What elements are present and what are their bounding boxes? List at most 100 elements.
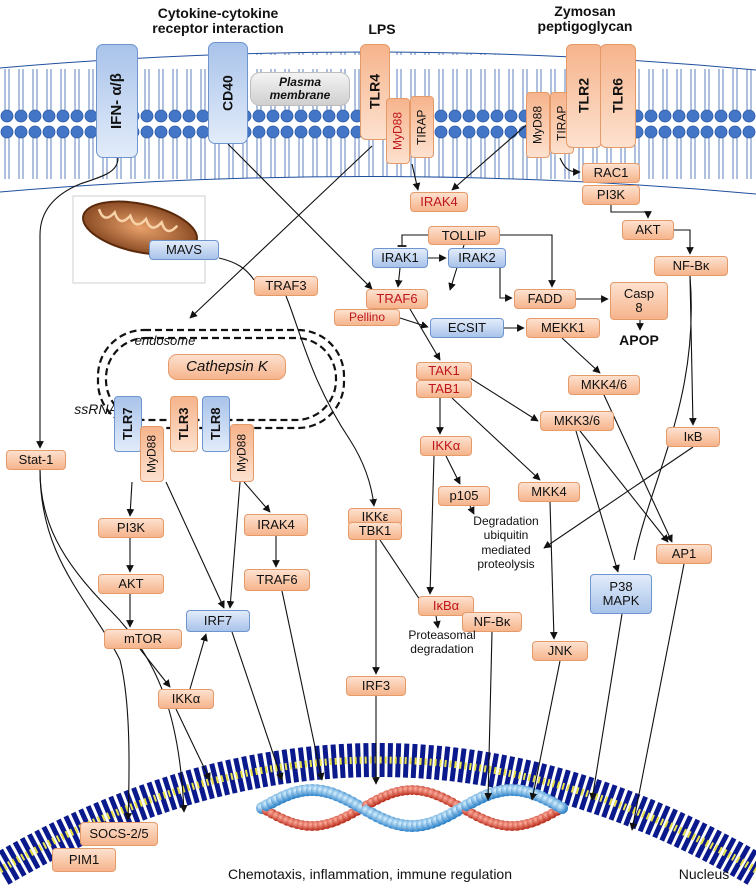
ikka-to-ikba-arrow	[426, 455, 435, 595]
cathepsin-k-node[interactable]: Cathepsin K	[168, 354, 286, 380]
p38-mapk-node[interactable]: P38 MAPK	[590, 574, 652, 614]
nuclear-envelope	[0, 743, 756, 885]
mkk36-to-ap1-arrow	[579, 430, 669, 543]
irak2-to-fadd-arrow	[499, 268, 513, 302]
irak4-low-node[interactable]: IRAK4	[244, 514, 308, 536]
socs-node[interactable]: SOCS-2/5	[80, 822, 158, 846]
ifn-to-stat1-arrow	[36, 157, 119, 449]
tirap-tlr4-adaptor[interactable]: TIRAP	[410, 96, 434, 158]
myd88-tlr8-to-irf7-arrow	[226, 481, 241, 609]
rac1-node[interactable]: RAC1	[582, 163, 640, 183]
myd88-tlr4-adaptor[interactable]: MyD88	[386, 98, 410, 164]
irak4-node[interactable]: IRAK4	[410, 192, 468, 212]
tlr6-receptor[interactable]: TLR6	[600, 44, 636, 148]
irf3-node[interactable]: IRF3	[346, 676, 406, 696]
irf7-to-nucleus-arrow	[231, 631, 284, 781]
chemotaxis-label: Chemotaxis, inflammation, immune regulat…	[227, 866, 512, 882]
tlr8-receptor[interactable]: TLR8	[202, 396, 230, 452]
ikba-to-proteasome-arrow	[433, 615, 441, 629]
fadd-node[interactable]: FADD	[514, 289, 576, 309]
pellino-to-ecsit-arrow	[399, 317, 429, 329]
pim1-node[interactable]: PIM1	[52, 848, 116, 872]
mkk46-node[interactable]: MKK4/6	[568, 375, 640, 395]
p105-to-degradation-arrow	[467, 505, 475, 515]
dna-helix-icon	[256, 784, 568, 832]
proteasomal-label: Proteasomal degradation	[408, 628, 476, 657]
dna-bead	[556, 802, 568, 814]
pathway-edges	[36, 119, 697, 831]
tollip-node[interactable]: TOLLIP	[428, 226, 500, 245]
traf6-low-node[interactable]: TRAF6	[244, 569, 310, 591]
tlr2-receptor[interactable]: TLR2	[566, 44, 602, 148]
nucleus-label: Nucleus	[678, 866, 730, 882]
tak1-node[interactable]: TAK1	[416, 362, 472, 380]
jnk-node[interactable]: JNK	[532, 641, 588, 661]
ap1-node[interactable]: AP1	[656, 544, 712, 564]
tab1-to-mkk4-arrow	[451, 397, 541, 481]
rac1-to-akt-arrow	[610, 205, 652, 219]
apoptosis-label: APOP	[619, 332, 659, 348]
traf6-to-tak1-arrow	[409, 308, 441, 361]
myd88-tlr7-to-irf7-arrow	[165, 481, 225, 609]
ikka-to-p105-arrow	[445, 455, 461, 485]
jnk-to-nucleus-arrow	[529, 660, 561, 801]
mekk1-node[interactable]: MEKK1	[526, 318, 600, 338]
mkk36-node[interactable]: MKK3/6	[540, 411, 614, 431]
ap1-to-nucleus-arrow	[629, 563, 685, 831]
nfkb-node[interactable]: NF-Bκ	[654, 256, 728, 276]
tbk1-node[interactable]: TBK1	[348, 522, 402, 540]
traf6-node[interactable]: TRAF6	[366, 289, 428, 309]
ifn-receptor[interactable]: IFN- α/β	[96, 44, 138, 158]
pellino-node[interactable]: Pellino	[334, 309, 400, 326]
nfkb-to-ikb-arrow	[689, 275, 697, 426]
traf3-to-ikke-arrow	[285, 295, 378, 507]
tab1-node[interactable]: TAB1	[416, 380, 472, 398]
zymosan-title: Zymosan peptigoglycan	[537, 3, 633, 35]
tollip-inhibits-irak1-arrow	[397, 234, 428, 247]
pi3k-low-node[interactable]: PI3K	[98, 518, 164, 538]
tlr7-receptor[interactable]: TLR7	[114, 396, 142, 452]
cd40-receptor[interactable]: CD40	[208, 42, 248, 144]
myd88-tlr8-adaptor[interactable]: MyD88	[230, 424, 254, 482]
ssrna-label: ssRNA	[74, 401, 118, 417]
lps-title: LPS	[368, 21, 396, 37]
degradation-label: Degradation ubiquitin mediated proteolys…	[473, 514, 539, 572]
tlr4-myd88-to-irak4-arrow	[411, 163, 421, 191]
irak1-to-traf6-arrow	[394, 267, 403, 288]
mavs-to-traf3-arrow	[218, 257, 255, 281]
ikba-node[interactable]: IκBα	[418, 596, 474, 616]
tlr3-receptor[interactable]: TLR3	[170, 396, 198, 452]
mkk4-node[interactable]: MKK4	[518, 482, 580, 502]
p38-to-nucleus-arrow	[589, 613, 623, 801]
ikb-to-degradation-arrow	[543, 446, 694, 549]
p105-node[interactable]: p105	[438, 486, 490, 506]
irak2-node[interactable]: IRAK2	[448, 248, 506, 268]
nfkb-mid-node[interactable]: NF-Bκ	[462, 612, 522, 632]
tab1-to-mkk36-arrow	[469, 377, 539, 422]
ikb-node[interactable]: IκB	[666, 427, 720, 447]
plasma-membrane-label: Plasma membrane	[250, 72, 350, 106]
casp8-node[interactable]: Casp 8	[610, 282, 668, 320]
traf3-node[interactable]: TRAF3	[254, 276, 318, 296]
mekk1-to-mkk46-arrow	[561, 337, 601, 374]
traf6-low-to-nucleus-arrow	[281, 590, 325, 781]
ikka-node[interactable]: IKKα	[420, 436, 472, 456]
ecsit-node[interactable]: ECSIT	[430, 318, 504, 338]
cd40-to-traf6-arrow	[227, 143, 373, 290]
irak1-node[interactable]: IRAK1	[372, 248, 428, 268]
stat1-node[interactable]: Stat-1	[6, 450, 66, 470]
stat1-to-pim1-arrow	[39, 469, 188, 813]
akt-node[interactable]: AKT	[622, 220, 674, 240]
tlr4-to-endosome-arrow	[189, 145, 373, 319]
mtor-node[interactable]: mTOR	[104, 629, 182, 649]
myd88-tlr7-to-pi3k-arrow	[126, 481, 135, 517]
myd88-tlr8-to-irak4-arrow	[243, 481, 271, 513]
ikka-low-node[interactable]: IKKα	[158, 689, 214, 709]
myd88-tlr2-adaptor[interactable]: MyD88	[526, 92, 550, 158]
irf7-node[interactable]: IRF7	[186, 610, 250, 632]
pi3k-node[interactable]: PI3K	[582, 185, 640, 205]
akt-low-node[interactable]: AKT	[98, 574, 164, 594]
mavs-node[interactable]: MAVS	[149, 240, 219, 260]
myd88-tlr7-adaptor[interactable]: MyD88	[140, 426, 164, 482]
nfkb-mid-to-nucleus-arrow	[484, 631, 493, 801]
